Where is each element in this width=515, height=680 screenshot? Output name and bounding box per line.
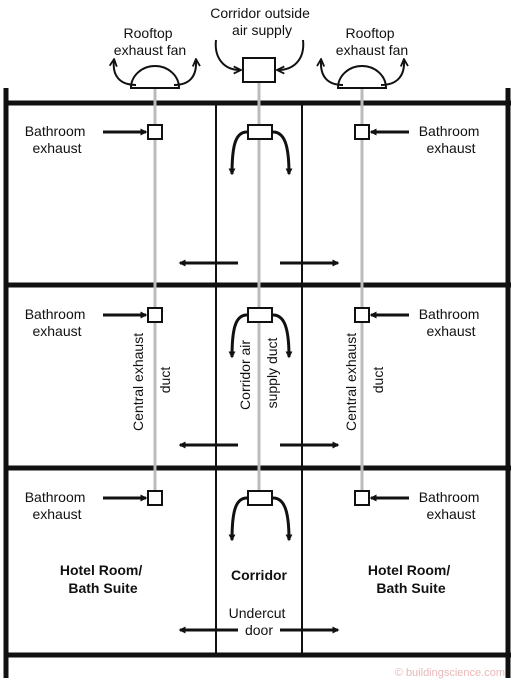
bath-left-label-3: Bathroom exhaust <box>25 489 90 522</box>
central-exhaust-duct-left-label: Central exhaust duct <box>130 329 173 431</box>
hotel-room-right-label: Hotel Room/ Bath Suite <box>368 562 454 596</box>
corridor-supply-diffuser-3 <box>247 490 273 506</box>
rooftop-exhaust-fan-right <box>336 65 388 89</box>
corridor-supply-label: Corridor outside air supply <box>210 5 314 38</box>
corridor-supply-arrow-right-1 <box>272 130 293 176</box>
corridor-label: Corridor <box>231 567 288 583</box>
corridor-air-supply-box <box>242 57 276 83</box>
bath-exhaust-grille-left-1 <box>147 124 163 140</box>
supply-intake-right-arrow <box>278 39 305 70</box>
corridor-supply-arrow-left-3 <box>228 496 248 542</box>
corridor-air-supply-duct-label: Corridor air supply duct <box>237 336 280 410</box>
watermark: © buildingscience.com <box>395 667 505 679</box>
supply-intake-left-arrow <box>214 39 240 70</box>
fan-right-label: Rooftop exhaust fan <box>336 25 408 58</box>
bath-exhaust-grille-right-3 <box>354 490 370 506</box>
bath-exhaust-grille-left-3 <box>147 490 163 506</box>
corridor-supply-diffuser-1 <box>247 124 273 140</box>
corridor-supply-diffuser-2 <box>247 307 273 323</box>
fan-left-label: Rooftop exhaust fan <box>114 25 186 58</box>
bath-right-label-3: Bathroom exhaust <box>419 489 484 522</box>
bath-left-label-2: Bathroom exhaust <box>25 306 90 339</box>
fan-left-discharge-right-arrow <box>173 60 196 86</box>
corridor-supply-arrow-left-2 <box>228 313 248 359</box>
central-exhaust-duct-right-label: Central exhaust duct <box>343 329 386 431</box>
floors <box>103 124 409 634</box>
hotel-room-left-label: Hotel Room/ Bath Suite <box>60 562 146 596</box>
ducts <box>153 82 364 494</box>
corridor-walls <box>215 103 303 655</box>
fan-discharge-arrows <box>114 60 404 86</box>
bath-exhaust-grille-right-2 <box>354 307 370 323</box>
fan-right-discharge-left-arrow <box>321 60 344 86</box>
bath-left-label-1: Bathroom exhaust <box>25 123 90 156</box>
fan-left-discharge-left-arrow <box>114 60 137 86</box>
supply-intake-arrows <box>214 39 305 70</box>
corridor-supply-arrow-left-1 <box>228 130 248 176</box>
corridor-supply-arrow-right-2 <box>272 313 293 359</box>
corridor-supply-arrow-right-3 <box>272 496 293 542</box>
fan-right-discharge-right-arrow <box>380 60 404 86</box>
bath-right-label-1: Bathroom exhaust <box>419 123 484 156</box>
bath-exhaust-grille-right-1 <box>354 124 370 140</box>
bath-exhaust-grille-left-2 <box>147 307 163 323</box>
text-labels: Corridor outside air supply Rooftop exha… <box>25 5 505 679</box>
rooftop-exhaust-fan-left <box>129 65 181 89</box>
undercut-door-label: Undercut door <box>229 605 290 638</box>
bath-right-label-2: Bathroom exhaust <box>419 306 484 339</box>
